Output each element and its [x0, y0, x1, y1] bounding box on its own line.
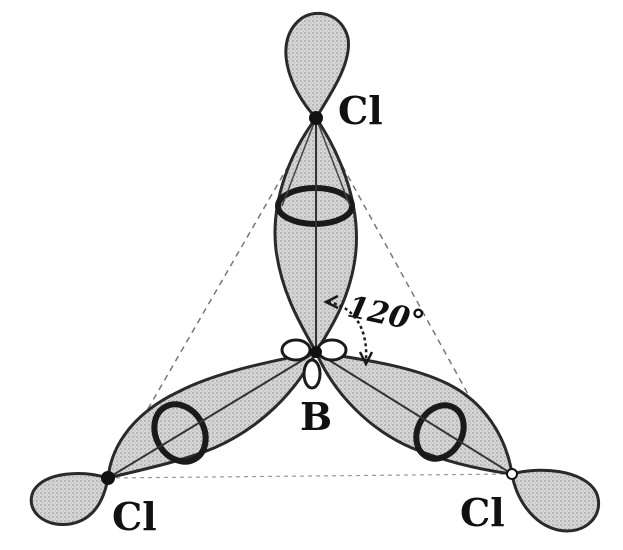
bond-angle-marker	[323, 294, 374, 367]
cl-right-back-lobe	[510, 468, 601, 533]
outline-bottom	[107, 473, 513, 479]
label-cl-left: Cl	[112, 494, 157, 539]
bond-cone-top-right	[315, 117, 351, 207]
angle-arrow-top-icon	[323, 294, 339, 310]
boron-small-lobes	[280, 338, 348, 390]
boron-lobe-bottom	[302, 358, 322, 390]
cl-top-nucleus	[309, 111, 323, 125]
angle-arc	[327, 300, 368, 361]
bond-axis-right	[315, 351, 513, 475]
bond-axis-left	[107, 351, 317, 479]
angle-arrow-icon	[358, 351, 374, 367]
cl-left-nucleus	[101, 471, 115, 485]
label-bond-angle: 120°	[344, 290, 427, 340]
cl-right-nucleus	[506, 468, 518, 480]
boron-lobe-left	[280, 338, 312, 362]
outline-top-right	[315, 117, 513, 475]
label-boron: B	[300, 394, 332, 439]
boron-lobe-right	[316, 338, 348, 362]
cl-top-back-lobe	[284, 11, 351, 121]
label-cl-right: Cl	[460, 490, 505, 535]
bond-ring-right	[413, 402, 467, 462]
cl-left-back-lobe	[29, 472, 110, 526]
boron-nucleus	[310, 346, 322, 358]
label-cl-top: Cl	[338, 88, 383, 133]
bond-cone-top-left	[281, 117, 317, 207]
